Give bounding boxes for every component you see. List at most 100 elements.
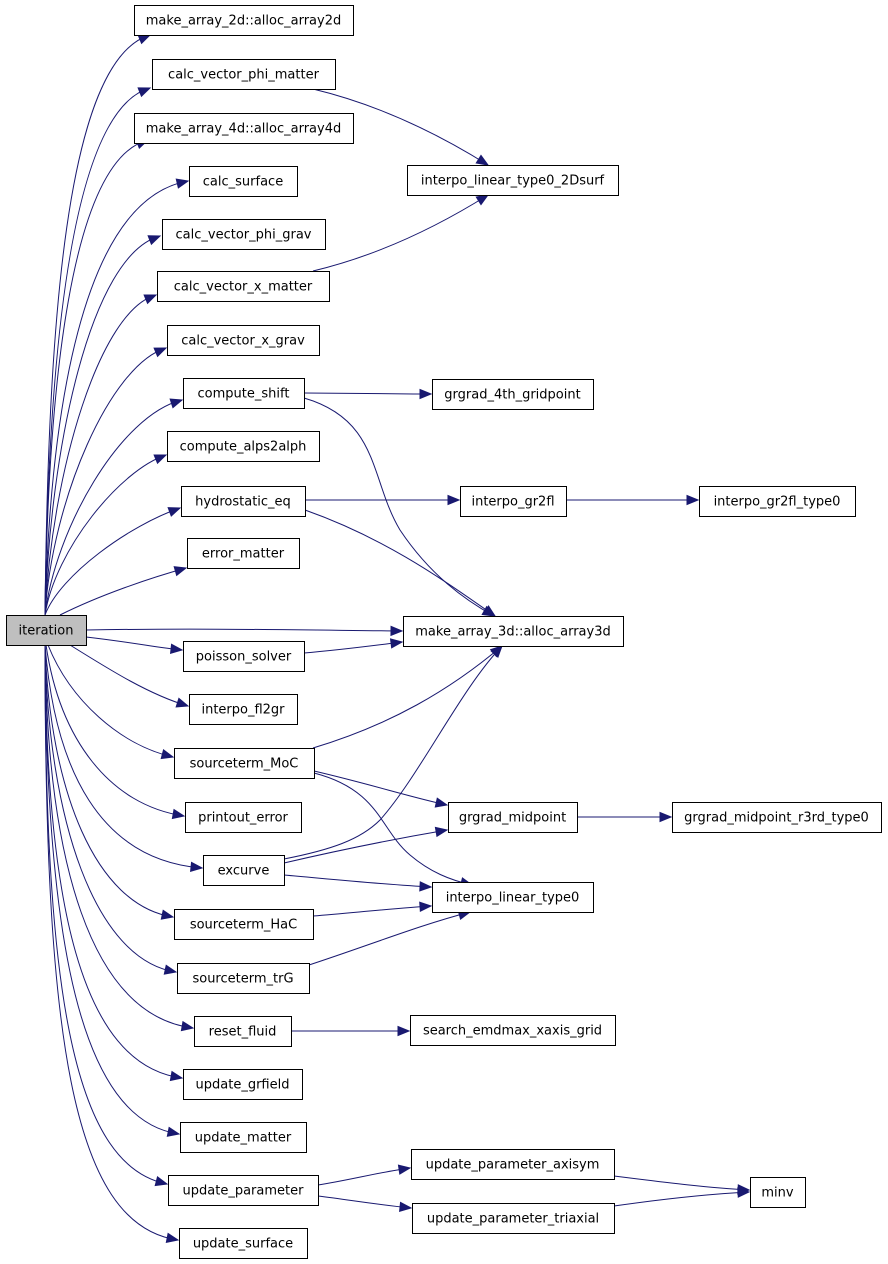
node-label: compute_alps2alph <box>180 440 307 455</box>
node-update_matter[interactable]: update_matter <box>180 1122 307 1153</box>
edge-sourceterm_trG-to-interpo_linear_type0 <box>308 909 472 966</box>
arrowhead <box>482 605 497 617</box>
node-calc_vector_phi_matter[interactable]: calc_vector_phi_matter <box>152 59 336 90</box>
arrowhead <box>490 645 503 659</box>
node-box <box>699 486 856 517</box>
node-label: calc_vector_x_matter <box>174 280 313 295</box>
edge-line <box>44 644 203 869</box>
arrowhead <box>175 697 190 708</box>
edge-line <box>44 644 177 973</box>
edge-line <box>44 644 174 918</box>
edge-iteration-to-compute_shift <box>44 398 184 616</box>
arrowhead <box>419 388 433 400</box>
node-iteration[interactable]: iteration <box>6 615 87 646</box>
edge-compute_shift-to-grgrad_4th_gridpoint <box>303 388 433 400</box>
edge-update_parameter_axisym-to-minv <box>613 1175 751 1195</box>
edge-iteration-to-reset_fluid <box>44 644 195 1032</box>
node-box <box>180 1122 307 1153</box>
edge-line <box>613 1191 750 1207</box>
edge-update_parameter-to-update_parameter_axisym <box>317 1164 412 1186</box>
node-label: interpo_linear_type0 <box>446 891 580 906</box>
node-alloc_array3d[interactable]: make_array_3d::alloc_array3d <box>403 616 624 647</box>
node-box <box>179 1228 308 1259</box>
arrowhead <box>167 507 182 517</box>
node-label: grgrad_midpoint_r3rd_type0 <box>684 811 869 826</box>
node-update_parameter[interactable]: update_parameter <box>168 1175 319 1206</box>
node-alloc_array4d[interactable]: make_array_4d::alloc_array4d <box>134 113 354 144</box>
edge-hydrostatic_eq-to-interpo_gr2fl <box>304 494 461 506</box>
arrowhead <box>137 34 152 45</box>
node-label: interpo_gr2fl_type0 <box>714 495 841 510</box>
node-sourceterm_HaC[interactable]: sourceterm_HaC <box>174 909 314 940</box>
arrowhead <box>169 398 184 409</box>
edge-iteration-to-calc_surface <box>44 178 190 616</box>
edge-line <box>313 770 448 806</box>
node-error_matter[interactable]: error_matter <box>187 538 300 569</box>
node-poisson_solver[interactable]: poisson_solver <box>183 641 305 672</box>
arrowhead <box>166 1126 181 1137</box>
node-label: update_parameter_axisym <box>426 1158 600 1173</box>
edge-line <box>45 644 185 817</box>
arrowhead <box>169 643 184 654</box>
node-interpo_linear_type0[interactable]: interpo_linear_type0 <box>432 882 594 913</box>
node-hydrostatic_eq[interactable]: hydrostatic_eq <box>181 486 306 517</box>
edge-iteration-to-update_parameter <box>44 644 169 1187</box>
node-excurve[interactable]: excurve <box>203 855 285 886</box>
node-sourceterm_trG[interactable]: sourceterm_trG <box>177 963 310 994</box>
arrowhead <box>434 826 449 838</box>
node-update_surface[interactable]: update_surface <box>179 1228 308 1259</box>
edge-line <box>312 88 489 166</box>
node-box <box>152 59 336 90</box>
node-compute_alps2alph[interactable]: compute_alps2alph <box>167 431 320 462</box>
node-calc_vector_x_grav[interactable]: calc_vector_x_grav <box>167 325 320 356</box>
edge-iteration-to-update_surface <box>44 644 180 1243</box>
edge-iteration-to-error_matter <box>59 566 188 616</box>
node-box <box>412 1203 615 1234</box>
node-calc_vector_phi_grav[interactable]: calc_vector_phi_grav <box>162 219 326 250</box>
node-update_parameter_axisym[interactable]: update_parameter_axisym <box>411 1149 615 1180</box>
arrowhead <box>175 178 190 189</box>
edge-iteration-to-poisson_solver <box>85 636 184 654</box>
arrowhead <box>154 1176 169 1187</box>
edge-interpo_gr2fl-to-interpo_gr2fl_type0 <box>565 494 700 506</box>
node-grgrad_midpoint_r3rd_type0[interactable]: grgrad_midpoint_r3rd_type0 <box>672 802 882 833</box>
node-printout_error[interactable]: printout_error <box>185 802 302 833</box>
node-minv[interactable]: minv <box>750 1177 806 1208</box>
node-reset_fluid[interactable]: reset_fluid <box>194 1016 292 1047</box>
node-box <box>410 1015 616 1046</box>
node-box <box>403 616 624 647</box>
node-box <box>432 882 594 913</box>
node-calc_vector_x_matter[interactable]: calc_vector_x_matter <box>157 271 330 302</box>
edge-line <box>44 34 151 616</box>
node-update_parameter_triaxial[interactable]: update_parameter_triaxial <box>412 1203 615 1234</box>
node-update_grfield[interactable]: update_grfield <box>183 1069 303 1100</box>
node-grgrad_midpoint[interactable]: grgrad_midpoint <box>448 802 578 833</box>
edge-line <box>59 567 187 616</box>
node-label: update_parameter <box>183 1184 305 1199</box>
node-label: search_emdmax_xaxis_grid <box>423 1024 602 1039</box>
arrowhead <box>147 235 162 246</box>
node-box <box>6 615 87 646</box>
edge-line <box>304 509 496 617</box>
node-calc_surface[interactable]: calc_surface <box>189 166 298 197</box>
edge-reset_fluid-to-search_emdmax_xaxis_grid <box>291 1025 411 1037</box>
node-alloc_array2d[interactable]: make_array_2d::alloc_array2d <box>134 5 354 36</box>
arrowhead <box>390 625 404 637</box>
arrowhead <box>419 901 433 913</box>
edge-iteration-to-alloc_array3d <box>85 625 404 637</box>
node-interpo_fl2gr[interactable]: interpo_fl2gr <box>189 694 298 725</box>
node-interpo_linear_type0_2Dsurf[interactable]: interpo_linear_type0_2Dsurf <box>407 165 619 196</box>
arrowhead <box>659 811 673 823</box>
node-search_emdmax_xaxis_grid[interactable]: search_emdmax_xaxis_grid <box>410 1015 616 1046</box>
node-sourceterm_MoC[interactable]: sourceterm_MoC <box>174 748 315 779</box>
edge-line <box>312 905 432 917</box>
node-interpo_gr2fl_type0[interactable]: interpo_gr2fl_type0 <box>699 486 856 517</box>
arrowhead <box>153 347 168 358</box>
node-compute_shift[interactable]: compute_shift <box>183 378 305 409</box>
node-interpo_gr2fl[interactable]: interpo_gr2fl <box>460 486 567 517</box>
edge-iteration-to-alloc_array4d <box>44 139 150 616</box>
edge-line <box>303 641 403 654</box>
node-grgrad_4th_gridpoint[interactable]: grgrad_4th_gridpoint <box>432 379 594 410</box>
node-label: printout_error <box>198 811 288 826</box>
node-box <box>174 748 315 779</box>
